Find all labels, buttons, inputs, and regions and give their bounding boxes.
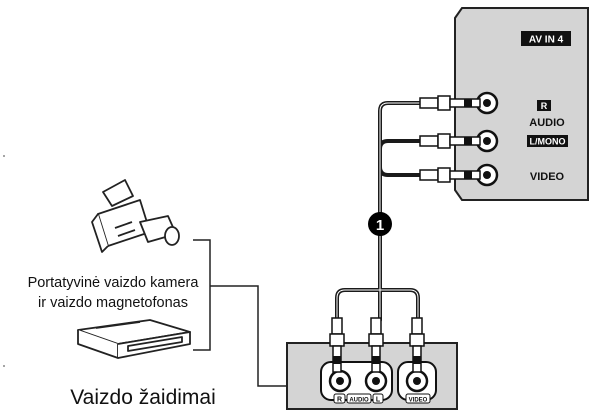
device-jack-video	[405, 369, 429, 393]
margin-dots	[3, 155, 5, 367]
device-audio-label: AUDIO	[349, 398, 369, 404]
camera-caption-line2: ir vaizdo magnetofonas	[38, 295, 188, 311]
tv-audio-label: AUDIO	[529, 117, 565, 129]
device-bracket	[193, 239, 287, 387]
tv-jack-audio-l	[475, 129, 499, 153]
game-caption: Vaizdo žaidimai	[70, 386, 216, 409]
av-cable	[335, 101, 422, 322]
tv-audio-l-badge	[527, 135, 568, 147]
device-plug-audio-r	[329, 317, 345, 373]
device-jack-audio-r	[328, 369, 352, 393]
tv-plug-audio-r	[419, 95, 481, 111]
tv-video-label: VIDEO	[530, 171, 565, 183]
step-marker-number: 1	[376, 217, 384, 234]
tv-audio-r-badge	[537, 100, 551, 111]
vcr-icon	[77, 319, 191, 359]
tv-audio-r-label: R	[541, 101, 548, 111]
tv-input-name: AV IN 4	[529, 35, 564, 46]
av-cable-inner	[336, 102, 420, 320]
tv-plug-video	[419, 167, 481, 183]
step-marker: 1	[368, 212, 392, 236]
tv-input-name-badge	[521, 31, 571, 46]
device-jack-audio-l	[364, 369, 388, 393]
tv-audio-l-label: L/MONO	[530, 137, 566, 147]
camera-caption-line1: Portatyvinė vaizdo kamera	[28, 275, 200, 291]
device-audio-l-label: L	[376, 397, 381, 404]
tv-plug-audio-l	[419, 133, 481, 149]
device-plug-video	[409, 317, 425, 373]
device-plug-audio-l	[368, 317, 384, 373]
device-audio-r-label: R	[337, 397, 342, 404]
device-video-label: VIDEO	[409, 398, 428, 404]
camcorder-icon	[91, 179, 180, 253]
